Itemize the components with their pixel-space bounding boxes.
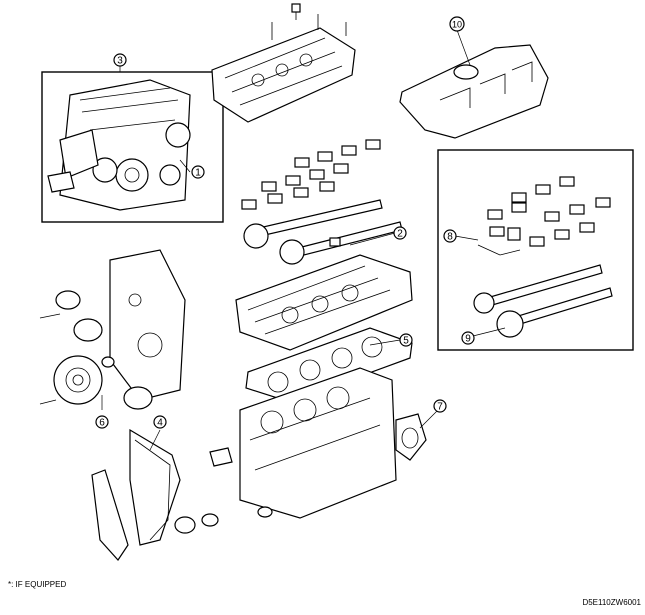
callout-1-label: 1 [195, 168, 201, 179]
callout-9: 9 [461, 331, 475, 345]
callout-6: 6 [95, 415, 109, 429]
camshafts-center [243, 199, 403, 265]
callout-7: 7 [433, 399, 447, 413]
callout-1: 1 [191, 165, 205, 179]
callout-4: 4 [153, 415, 167, 429]
callout-6-label: 6 [99, 418, 105, 429]
callout-8-label: 8 [447, 232, 453, 243]
camshaft-caps-center [241, 139, 381, 210]
callout-7-label: 7 [437, 402, 443, 413]
callout-9-label: 9 [465, 334, 471, 345]
cylinder-head-cover [211, 3, 356, 123]
cylinder-head-gasket [245, 327, 413, 403]
callout-10-label: 10 [452, 20, 462, 30]
callout-8: 8 [443, 229, 457, 243]
timing-chain-cover [109, 249, 186, 401]
callout-5-label: 5 [403, 336, 409, 347]
callout-2: 2 [393, 226, 407, 240]
cylinder-head [235, 254, 413, 351]
engine-assembly-inset [41, 71, 224, 223]
footnote: *: IF EQUIPPED [8, 580, 67, 589]
engine-cover [399, 44, 549, 139]
figure-code: D5E110ZW6001 [582, 598, 641, 607]
timing-chain-assembly [91, 428, 273, 561]
cylinder-block [239, 367, 397, 519]
callout-3-label: 3 [117, 56, 123, 67]
vvt-camshaft-inset [437, 149, 634, 351]
callout-3: 3 [113, 53, 127, 67]
pulleys-left [39, 290, 153, 410]
callout-4-label: 4 [157, 418, 163, 429]
callout-5: 5 [399, 333, 413, 347]
callout-10: 10 [449, 16, 465, 32]
callout-2-label: 2 [397, 229, 403, 240]
rear-oil-seal [395, 413, 427, 461]
